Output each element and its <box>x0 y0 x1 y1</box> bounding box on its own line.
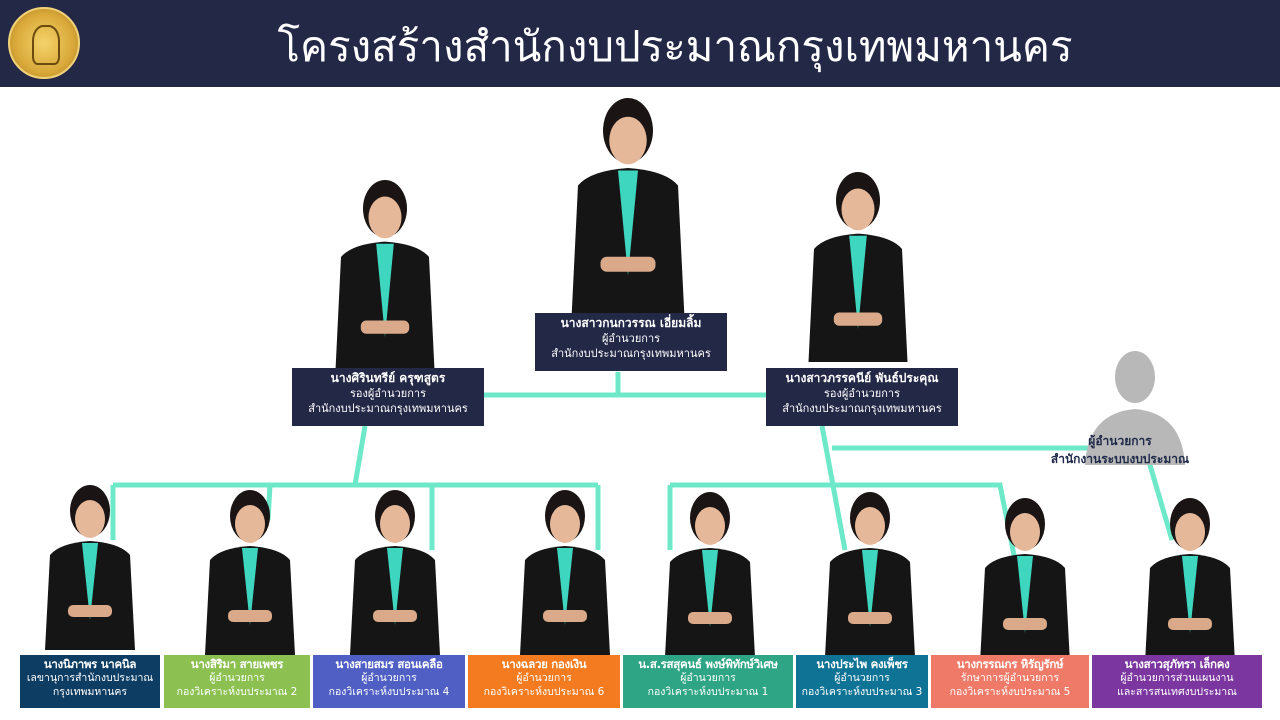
person-photo <box>965 498 1085 663</box>
person-photo <box>30 485 150 650</box>
staff-name: นางนิภาพร นาคนิล <box>43 657 137 671</box>
staff-name: นางประไพ คงเพ็ชร <box>816 657 908 671</box>
staff-role: ผู้อำนวยการ <box>516 672 572 684</box>
staff-unit: กองวิเคราะห์งบประมาณ 4 <box>328 686 450 698</box>
staff-name: นางสาวสุภัทรา เล็กคง <box>1124 657 1230 671</box>
staff-card: นางกรรณกร หิรัญรักษ์รักษาการผู้อำนวยการก… <box>931 655 1089 708</box>
person-photo <box>319 180 451 370</box>
deputy-card: นางสาวภรรคนีย์ พันธ์ประคุณ รองผู้อำนวยกา… <box>766 368 958 426</box>
person-photo <box>335 490 455 655</box>
staff-unit: กองวิเคราะห์งบประมาณ 5 <box>949 686 1071 698</box>
vacant-unit: สำนักงานระบบงบประมาณ <box>1050 452 1190 466</box>
staff-card: นางสายสมร สอนเคลือผู้อำนวยการกองวิเคราะห… <box>313 655 465 708</box>
staff-name: นางสิริมา สายเพชร <box>190 657 284 671</box>
director-name: นางสาวกนกวรรณ เอี่ยมลิ้ม <box>560 316 702 330</box>
staff-role: ผู้อำนวยการ <box>680 672 736 684</box>
staff-role: ผู้อำนวยการส่วนแผนงาน <box>1120 672 1234 684</box>
staff-name: นางกรรณกร หิรัญรักษ์ <box>956 657 1064 671</box>
deputy-name: นางสาวภรรคนีย์ พันธ์ประคุณ <box>785 371 939 385</box>
staff-card: นางสิริมา สายเพชรผู้อำนวยการกองวิเคราะห์… <box>164 655 310 708</box>
deputy-unit: สำนักงบประมาณกรุงเทพมหานคร <box>308 402 468 415</box>
person-photo <box>505 490 625 655</box>
staff-role: ผู้อำนวยการ <box>209 672 265 684</box>
staff-name: นางสายสมร สอนเคลือ <box>335 657 443 671</box>
staff-unit: กองวิเคราะห์งบประมาณ 2 <box>176 686 298 698</box>
staff-unit: กรุงเทพมหานคร <box>52 686 128 698</box>
staff-unit: และสารสนเทศงบประมาณ <box>1117 686 1237 698</box>
director-role: ผู้อำนวยการ <box>601 332 661 345</box>
staff-card: น.ส.รสสุคนธ์ พงษ์พิทักษ์วิเศษผู้อำนวยการ… <box>623 655 793 708</box>
deputy-card: นางศิรินทรีย์ ครุฑสูตร รองผู้อำนวยการ สำ… <box>292 368 484 426</box>
person-photo <box>810 492 930 657</box>
staff-card: นางนิภาพร นาคนิลเลขานุการสำนักงบประมาณกร… <box>20 655 160 708</box>
staff-card: นางประไพ คงเพ็ชรผู้อำนวยการกองวิเคราะห์ง… <box>796 655 928 708</box>
staff-role: ผู้อำนวยการ <box>361 672 417 684</box>
person-photo <box>1130 498 1250 663</box>
staff-role: เลขานุการสำนักงบประมาณ <box>26 672 154 684</box>
staff-role: รักษาการผู้อำนวยการ <box>960 672 1060 684</box>
staff-card: นางฉลวย กองเงินผู้อำนวยการกองวิเคราะห์งบ… <box>468 655 620 708</box>
vacant-role: ผู้อำนวยการ <box>1088 434 1152 448</box>
staff-unit: กองวิเคราะห์งบประมาณ 6 <box>483 686 605 698</box>
staff-name: นางฉลวย กองเงิน <box>501 657 587 671</box>
deputy-role: รองผู้อำนวยการ <box>823 387 900 400</box>
page-title: โครงสร้างสำนักงบประมาณกรุงเทพมหานคร <box>277 22 1073 71</box>
staff-name: น.ส.รสสุคนธ์ พงษ์พิทักษ์วิเศษ <box>638 657 778 671</box>
staff-card: นางสาวสุภัทรา เล็กคงผู้อำนวยการส่วนแผนงา… <box>1092 655 1262 708</box>
deputy-name: นางศิรินทรีย์ ครุฑสูตร <box>330 371 446 385</box>
deputy-role: รองผู้อำนวยการ <box>349 387 426 400</box>
deputy-unit: สำนักงบประมาณกรุงเทพมหานคร <box>782 402 942 415</box>
director-card: นางสาวกนกวรรณ เอี่ยมลิ้ม ผู้อำนวยการ สำน… <box>535 313 727 371</box>
person-photo <box>190 490 310 655</box>
staff-unit: กองวิเคราะห์งบประมาณ 1 <box>647 686 769 698</box>
header: โครงสร้างสำนักงบประมาณกรุงเทพมหานคร <box>0 0 1280 87</box>
bma-logo <box>8 7 80 79</box>
vacant-position-label: ผู้อำนวยการ สำนักงานระบบงบประมาณ <box>1040 432 1200 468</box>
staff-unit: กองวิเคราะห์งบประมาณ 3 <box>801 686 923 698</box>
staff-role: ผู้อำนวยการ <box>834 672 890 684</box>
person-photo <box>553 98 703 313</box>
person-photo <box>650 492 770 657</box>
vacant-silhouette-icon <box>1080 345 1190 465</box>
person-photo <box>792 172 924 362</box>
director-unit: สำนักงบประมาณกรุงเทพมหานคร <box>551 347 711 360</box>
